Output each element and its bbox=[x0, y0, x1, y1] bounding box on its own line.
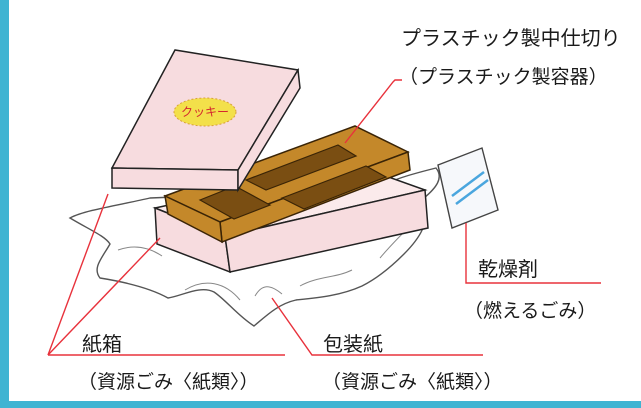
desiccant-stripe bbox=[451, 171, 485, 197]
leader-line-box-base bbox=[47, 237, 161, 356]
paper-box-title-label: 紙箱 bbox=[82, 332, 122, 356]
plastic-tray-compartment bbox=[244, 144, 358, 191]
wrapping-paper-fold bbox=[184, 282, 241, 301]
leader-line-wrap bbox=[271, 297, 483, 356]
desiccant-subtitle-label: （燃えるごみ） bbox=[464, 300, 597, 322]
plastic-tray-compartment bbox=[198, 185, 272, 220]
tray-title-label: プラスチック製中仕切り bbox=[401, 26, 621, 50]
paper-box-lid-front bbox=[111, 167, 239, 191]
tray-subtitle-label: （プラスチック製容器） bbox=[399, 66, 608, 88]
leader-line-box-lid bbox=[47, 193, 109, 356]
wrapping-paper-fold bbox=[299, 269, 353, 287]
wrapping-paper-fold bbox=[117, 246, 163, 257]
cookie-label-text: クッキー bbox=[181, 105, 229, 119]
paper-box-subtitle-label: （資源ごみ〈紙類〉） bbox=[78, 371, 259, 393]
plastic-tray-front bbox=[164, 194, 223, 244]
frame-left-border bbox=[0, 0, 9, 408]
desiccant-stripe bbox=[455, 179, 489, 205]
desiccant-title-label: 乾燥剤 bbox=[478, 257, 538, 281]
wrapping-paper-fold bbox=[254, 286, 283, 297]
leader-lines bbox=[47, 79, 601, 356]
leader-line-desiccant bbox=[465, 223, 601, 284]
desiccant-packet bbox=[437, 147, 499, 229]
wrapping-paper-subtitle-label: （資源ごみ〈紙類〉） bbox=[322, 371, 503, 393]
paper-box-side-face bbox=[224, 189, 429, 273]
paper-box-lid-side bbox=[237, 67, 301, 193]
wrapping-paper-title-label: 包装紙 bbox=[323, 332, 383, 356]
cookie-label-oval bbox=[173, 97, 237, 127]
frame-bottom-border bbox=[0, 401, 641, 408]
plastic-tray-compartment bbox=[280, 165, 388, 210]
leader-line-tray bbox=[344, 79, 402, 144]
